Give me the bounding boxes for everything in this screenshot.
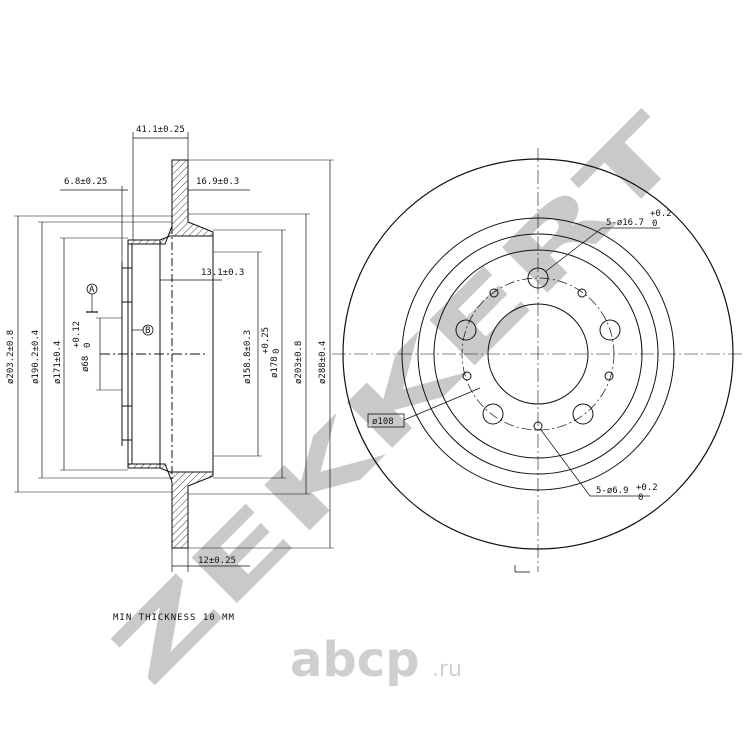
dia-190-2: ø190.2±0.4 bbox=[31, 330, 41, 384]
holes-small: 5-ø6.9 bbox=[596, 486, 629, 496]
dim-overall-height: 41.1±0.25 bbox=[136, 125, 185, 135]
pcd-label: ø108 bbox=[372, 417, 394, 427]
hub-detail-bottom bbox=[121, 405, 133, 441]
dim-disc-thickness: 12±0.25 bbox=[198, 556, 236, 566]
front-view bbox=[332, 148, 744, 573]
holes-large-tol-low: 0 bbox=[652, 219, 657, 229]
logo-suffix: .ru bbox=[432, 657, 462, 682]
side-section-view bbox=[14, 132, 334, 572]
dia-178-tol-low: 0 bbox=[272, 349, 282, 354]
dia-68-tol: +0.12 bbox=[72, 321, 82, 348]
front-view-labels: 5-ø16.7 +0.2 0 5-ø6.9 +0.2 0 ø108 bbox=[372, 209, 672, 503]
dia-171: ø171±0.4 bbox=[53, 341, 63, 384]
dim-hat-depth: 16.9±0.3 bbox=[196, 177, 239, 187]
dia-68-tol-low: 0 bbox=[83, 343, 93, 348]
holes-large: 5-ø16.7 bbox=[606, 218, 644, 228]
pcd-box bbox=[367, 413, 405, 428]
dia-203: ø203±0.8 bbox=[294, 341, 304, 384]
datum-b-label: B bbox=[145, 326, 150, 336]
holes-large-tol: +0.2 bbox=[650, 209, 672, 219]
section-bottom bbox=[127, 463, 214, 549]
logo-text: abcp bbox=[290, 632, 420, 688]
section-top bbox=[127, 159, 214, 245]
abcp-logo: abcp .ru bbox=[290, 632, 462, 688]
dia-203-2: ø203.2±0.8 bbox=[6, 330, 16, 384]
dim-hat-wall: 13.1±0.3 bbox=[201, 268, 244, 278]
dim-hat-offset: 6.8±0.25 bbox=[64, 177, 107, 187]
min-thickness-note: MIN THICKNESS 10 MM bbox=[113, 613, 235, 623]
dia-178-tol: +0.25 bbox=[261, 327, 271, 354]
hub-detail-top bbox=[121, 267, 133, 303]
small-holes bbox=[462, 288, 614, 431]
large-holes bbox=[455, 267, 621, 425]
holes-small-tol-low: 0 bbox=[638, 493, 643, 503]
dia-288: ø288±0.4 bbox=[318, 341, 328, 384]
dia-68: ø68 bbox=[81, 356, 91, 372]
datum-a-label: A bbox=[89, 285, 95, 295]
dia-158-8: ø158.8±0.3 bbox=[243, 330, 253, 384]
holes-small-tol: +0.2 bbox=[636, 483, 658, 493]
side-view-labels: 41.1±0.25 6.8±0.25 16.9±0.3 13.1±0.3 12±… bbox=[6, 125, 328, 623]
dia-178: ø178 bbox=[270, 356, 280, 378]
